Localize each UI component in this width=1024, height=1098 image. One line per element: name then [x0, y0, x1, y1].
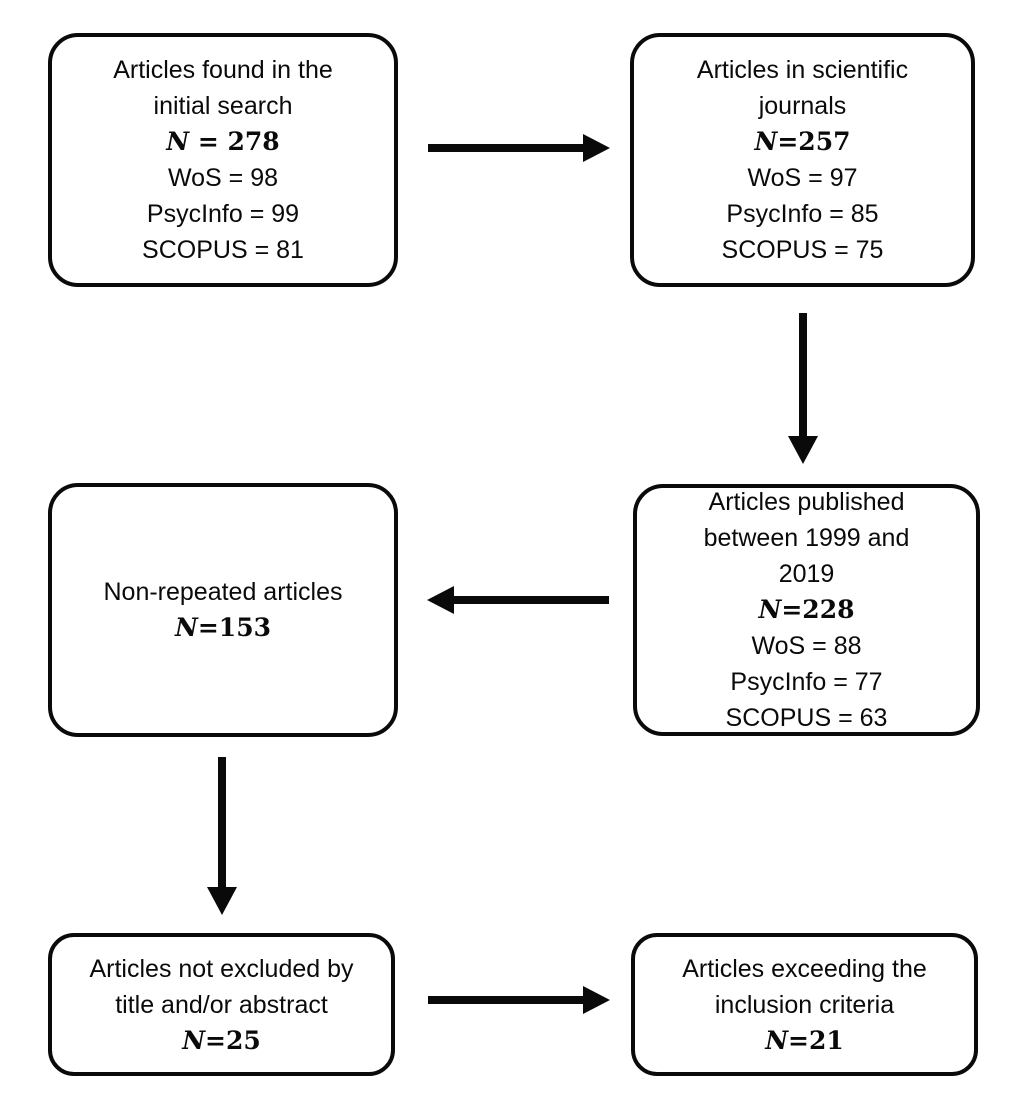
n-value: = 278 — [189, 127, 280, 156]
arrow-head — [788, 436, 818, 464]
arrow-down-journals-to-published-icon — [788, 313, 818, 464]
box-detail-scopus: SCOPUS = 75 — [721, 236, 884, 264]
box-n-count: N=25 — [182, 1023, 261, 1059]
box-detail-psycinfo: PsycInfo = 77 — [730, 668, 883, 696]
arrow-down-nonrepeated-to-notexcluded-icon — [207, 757, 237, 915]
arrow-shaft — [428, 996, 583, 1004]
n-symbol: N — [758, 595, 782, 624]
box-title: Articles published between 1999 and 2019 — [703, 488, 910, 588]
box-detail-psycinfo: PsycInfo = 85 — [726, 200, 879, 228]
n-value: =228 — [781, 595, 855, 624]
box-detail-psycinfo: PsycInfo = 99 — [146, 200, 300, 228]
flow-box-non-repeated: Non-repeated articles N=153 — [48, 483, 398, 737]
box-detail-wos: WoS = 98 — [167, 164, 279, 192]
n-symbol: N — [754, 127, 778, 156]
arrow-right-notexcluded-to-inclusion-icon — [428, 986, 610, 1014]
arrow-head — [207, 887, 237, 915]
arrow-shaft — [428, 144, 583, 152]
n-value: =21 — [788, 1025, 844, 1055]
flow-box-inclusion-criteria: Articles exceeding the inclusion criteri… — [631, 933, 978, 1076]
box-n-count: N=257 — [755, 124, 851, 160]
arrow-head — [583, 986, 610, 1014]
arrow-head — [583, 134, 610, 162]
box-n-count: N = 278 — [166, 124, 279, 160]
box-title: Articles exceeding the inclusion criteri… — [682, 954, 927, 1019]
box-detail-scopus: SCOPUS = 81 — [142, 236, 304, 264]
box-n-count: N=153 — [175, 610, 271, 646]
arrow-shaft — [218, 757, 226, 887]
arrow-head — [427, 586, 454, 614]
n-value: =257 — [777, 127, 851, 156]
box-title: Articles not excluded by title and/or ab… — [89, 954, 354, 1019]
flow-box-initial-search: Articles found in the initial search N =… — [48, 33, 398, 287]
box-n-count: N=21 — [765, 1023, 844, 1059]
arrow-shaft — [454, 596, 609, 604]
arrow-right-initial-to-journals-icon — [428, 134, 610, 162]
box-title: Articles in scientific journals — [696, 56, 909, 120]
arrow-shaft — [799, 313, 807, 436]
arrow-left-published-to-nonrepeated-icon — [427, 586, 609, 614]
box-detail-scopus: SCOPUS = 63 — [725, 704, 888, 732]
box-n-count: N=228 — [759, 592, 855, 628]
n-value: =25 — [205, 1025, 261, 1055]
n-symbol: N — [175, 613, 198, 642]
n-symbol: N — [765, 1025, 789, 1055]
box-title: Non-repeated articles — [103, 578, 343, 606]
n-value: =153 — [197, 613, 271, 642]
n-symbol: N — [182, 1025, 206, 1055]
box-title: Articles found in the initial search — [113, 56, 333, 120]
flow-box-not-excluded: Articles not excluded by title and/or ab… — [48, 933, 395, 1076]
box-detail-wos: WoS = 97 — [747, 164, 858, 192]
flow-box-scientific-journals: Articles in scientific journals N=257 Wo… — [630, 33, 975, 287]
flow-box-published-1999-2019: Articles published between 1999 and 2019… — [633, 484, 980, 736]
n-symbol: N — [166, 127, 190, 156]
box-detail-wos: WoS = 88 — [751, 632, 862, 660]
